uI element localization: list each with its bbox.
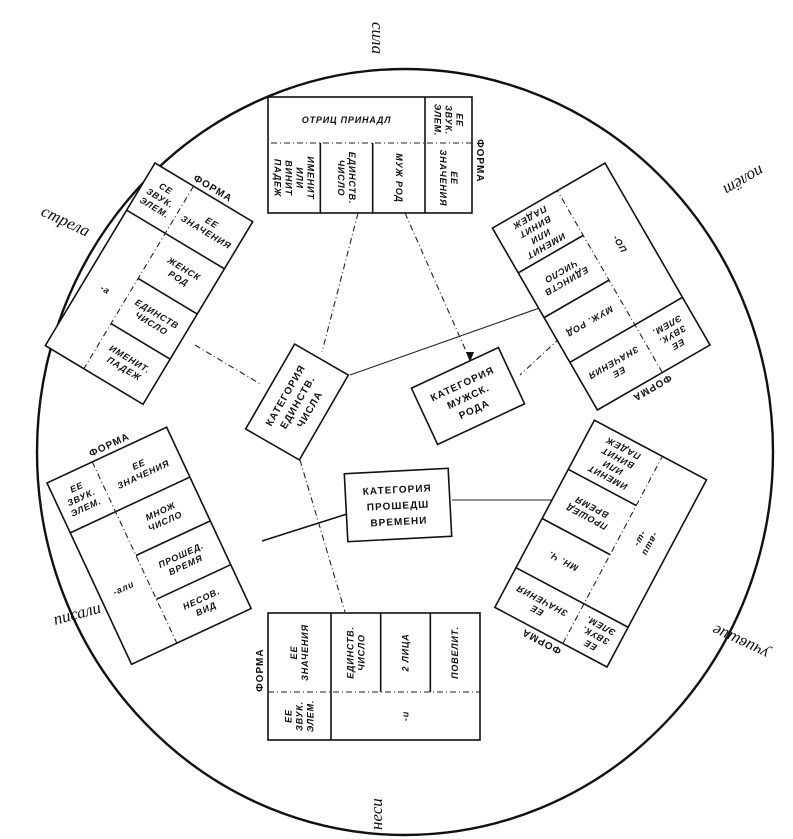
column-divider — [83, 185, 195, 370]
block-frame — [267, 612, 481, 741]
sound-label: ЗВУК. — [295, 701, 305, 731]
meaning-cell-text-group: 2 ЛИЦА — [401, 633, 411, 672]
outer-word: полёт — [720, 162, 767, 200]
column-divider — [556, 190, 663, 373]
ending-text: -и — [401, 711, 411, 721]
connector-line — [404, 212, 471, 361]
block-frame — [267, 96, 473, 214]
outer-word: сила — [368, 22, 387, 54]
connector-line — [299, 459, 346, 613]
outer-word: учившие — [708, 621, 773, 665]
outer-circle — [35, 67, 775, 837]
meaning-cell-text: ЕДИНСТВ. — [347, 152, 357, 205]
meaning-label: ЕЕ — [449, 171, 459, 185]
category-box-singular: КАТЕГОРИЯ ЕДИНСТВ. ЧИСЛА — [244, 342, 350, 462]
category-box-frame — [410, 346, 526, 446]
sound-label: ЭЛЕМ. — [433, 104, 443, 136]
row-divider — [137, 277, 198, 315]
meaning-cell-text: ПОВЕЛИТ. — [450, 626, 460, 679]
meaning-cell-text: ЧИСЛО — [356, 634, 366, 671]
category-box-frame — [343, 467, 453, 543]
connectors — [194, 212, 561, 613]
meaning-label: ЗНАЧЕНИЯ — [300, 624, 310, 681]
column-divider — [91, 461, 178, 644]
meaning-cell-text: ПАДЕЖ — [273, 159, 283, 197]
connector-line — [261, 513, 348, 542]
block-frame — [44, 161, 254, 406]
header-divider — [569, 296, 683, 364]
row-divider — [135, 520, 211, 557]
row-divider — [110, 322, 171, 360]
word-block-стрела: ФОРМАСЕЗВУК.ЭЛЕМ.ЕЕЗНАЧЕНИЯ-аЖЕНСКРОДЕДИ… — [44, 161, 254, 406]
ending-text-group: -а — [99, 283, 112, 297]
row-divider — [541, 517, 611, 556]
meaning-cell-text: ИМЕНИТ — [306, 156, 316, 200]
sound-label: ЗВУК. — [444, 105, 454, 135]
block-frame — [493, 419, 708, 669]
meaning-cell-text-group: ЕДИНСТВ.ЧИСЛО — [336, 152, 357, 205]
category-box-past-tense: КАТЕГОРИЯ ПРОШЕДШ ВРЕМЕНИ — [343, 467, 453, 543]
header-divider — [515, 566, 629, 628]
column-divider — [562, 456, 663, 644]
category-line: КАТЕГОРИЯ — [363, 483, 432, 498]
meaning-cell-text-group: ПОВЕЛИТ. — [450, 626, 460, 679]
row-divider — [543, 279, 610, 319]
ending-text-group: ОТРИЦ ПРИНАДЛ — [302, 115, 391, 125]
meaning-cell-text-group: ЕДИНСТВ.ЧИСЛО — [345, 626, 366, 679]
meaning-label: ЗНАЧЕНИЯ — [438, 150, 448, 207]
meaning-cell-text: ИЛИ — [295, 167, 305, 189]
word-blocks: ФОРМАСЕЗВУК.ЭЛЕМ.ЕЕЗНАЧЕНИЯ-аЖЕНСКРОДЕДИ… — [44, 96, 712, 741]
ending-text: ОТРИЦ ПРИНАДЛ — [302, 115, 391, 125]
form-label: ФОРМА — [474, 139, 485, 182]
meaning-label: ЕЕ — [289, 646, 299, 660]
connector-line — [519, 337, 561, 376]
header-divider — [69, 476, 191, 534]
arrow-head-icon — [466, 352, 474, 362]
meaning-cell-text: 2 ЛИЦА — [401, 633, 411, 672]
connector-line — [349, 304, 549, 376]
outer-word: стрела — [38, 201, 93, 240]
block-frame — [491, 162, 712, 412]
row-divider — [156, 563, 232, 601]
category-box-frame — [244, 342, 350, 462]
row-divider — [567, 468, 637, 507]
meaning-cell-text: МУЖ РОД — [394, 153, 404, 202]
ending-text-group: -и — [401, 711, 411, 721]
meaning-cell-text: ЧИСЛО — [336, 160, 346, 197]
meaning-cell-text: ЕДИНСТВ. — [345, 626, 355, 679]
category-box-masculine: КАТЕГОРИЯ МУЖСК. РОДА — [410, 346, 526, 446]
connector-line — [321, 212, 359, 353]
meaning-cell-text-group: МУЖ РОД — [394, 153, 404, 202]
meaning-cell-text: ВИНИТ — [284, 160, 294, 196]
form-label: ФОРМА — [255, 648, 266, 691]
sound-label: ЭЛЕМ. — [306, 700, 316, 732]
category-line: ВРЕМЕНИ — [370, 515, 427, 529]
header-divider — [126, 209, 225, 270]
block-frame — [45, 426, 253, 666]
ending-text: -а — [99, 283, 112, 297]
sound-label: ЕЕ — [455, 113, 465, 127]
sound-label: ЕЕ — [284, 709, 294, 723]
category-line: ПРОШЕДШ — [367, 499, 430, 513]
row-divider — [517, 234, 584, 274]
outer-word: неси — [367, 798, 386, 830]
word-block-писали: ФОРМАЕЕЗВУК.ЭЛЕМ.ЕЕЗНАЧЕНИЯ-алиМНОЖЧИСЛО… — [45, 426, 253, 666]
connector-line — [194, 344, 263, 386]
